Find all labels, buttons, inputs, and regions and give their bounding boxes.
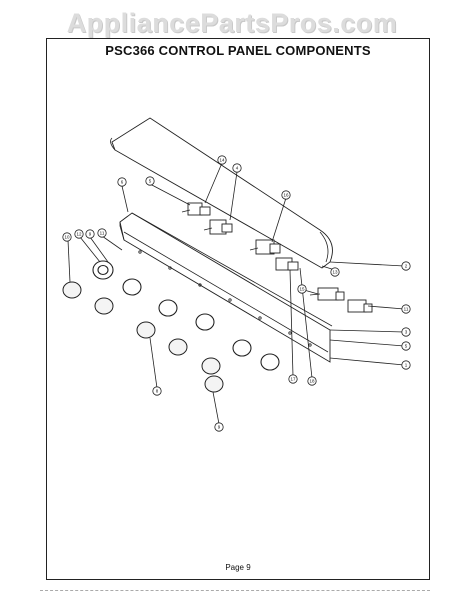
leader-lines (67, 162, 405, 425)
callout-16: 16 (281, 190, 291, 200)
diagram-title: PSC366 CONTROL PANEL COMPONENTS (105, 43, 371, 58)
callout-5-top: 5 (145, 176, 155, 186)
svg-text:13: 13 (332, 270, 338, 275)
callout-4: 4 (232, 163, 242, 173)
knob-bezels (92, 260, 280, 371)
callout-15: 15 (297, 284, 307, 294)
svg-text:5: 5 (405, 344, 408, 349)
svg-text:5: 5 (149, 179, 152, 184)
callout-10: 10 (62, 232, 72, 242)
callout-1: 1 (401, 360, 411, 370)
callout-17: 17 (288, 374, 298, 384)
svg-text:15: 15 (299, 287, 305, 292)
callout-18: 18 (307, 376, 317, 386)
callout-2: 2 (401, 261, 411, 271)
callout-11-right: 11 (401, 304, 411, 314)
valve-assembly-right (309, 287, 373, 313)
control-knobs (62, 281, 224, 393)
callout-9-bottom: 9 (214, 422, 224, 432)
callout-14: 14 (217, 155, 227, 165)
watermark-text: AppliancePartsPros.com (66, 8, 398, 38)
svg-text:9: 9 (89, 232, 92, 237)
svg-text:1: 1 (405, 363, 408, 368)
callout-8: 8 (152, 386, 162, 396)
svg-text:9: 9 (218, 425, 221, 430)
svg-text:6: 6 (121, 180, 124, 185)
svg-text:4: 4 (236, 166, 239, 171)
callout-3: 3 (401, 327, 411, 337)
callout-6: 6 (117, 177, 127, 187)
svg-text:18: 18 (309, 379, 315, 384)
svg-text:12: 12 (76, 232, 82, 237)
svg-text:16: 16 (283, 193, 289, 198)
valve-assembly-center (249, 239, 299, 271)
callout-11-left: 11 (97, 228, 107, 238)
svg-text:14: 14 (219, 158, 225, 163)
scan-bottom-edge (40, 590, 430, 591)
callout-12: 12 (74, 229, 84, 239)
svg-text:3: 3 (405, 330, 408, 335)
page-number: Page 9 (225, 563, 251, 572)
svg-text:8: 8 (156, 389, 159, 394)
control-panel-body (119, 212, 333, 363)
svg-text:11: 11 (404, 307, 409, 312)
svg-text:2: 2 (405, 264, 408, 269)
svg-text:11: 11 (100, 231, 105, 236)
callout-13: 13 (330, 267, 340, 277)
diagram-frame (46, 38, 430, 580)
svg-text:17: 17 (290, 377, 296, 382)
panel-top-trim (110, 117, 333, 269)
callout-5-right: 5 (401, 341, 411, 351)
svg-text:10: 10 (64, 235, 70, 240)
callout-9-top: 9 (85, 229, 95, 239)
valve-assembly-left (181, 202, 233, 235)
